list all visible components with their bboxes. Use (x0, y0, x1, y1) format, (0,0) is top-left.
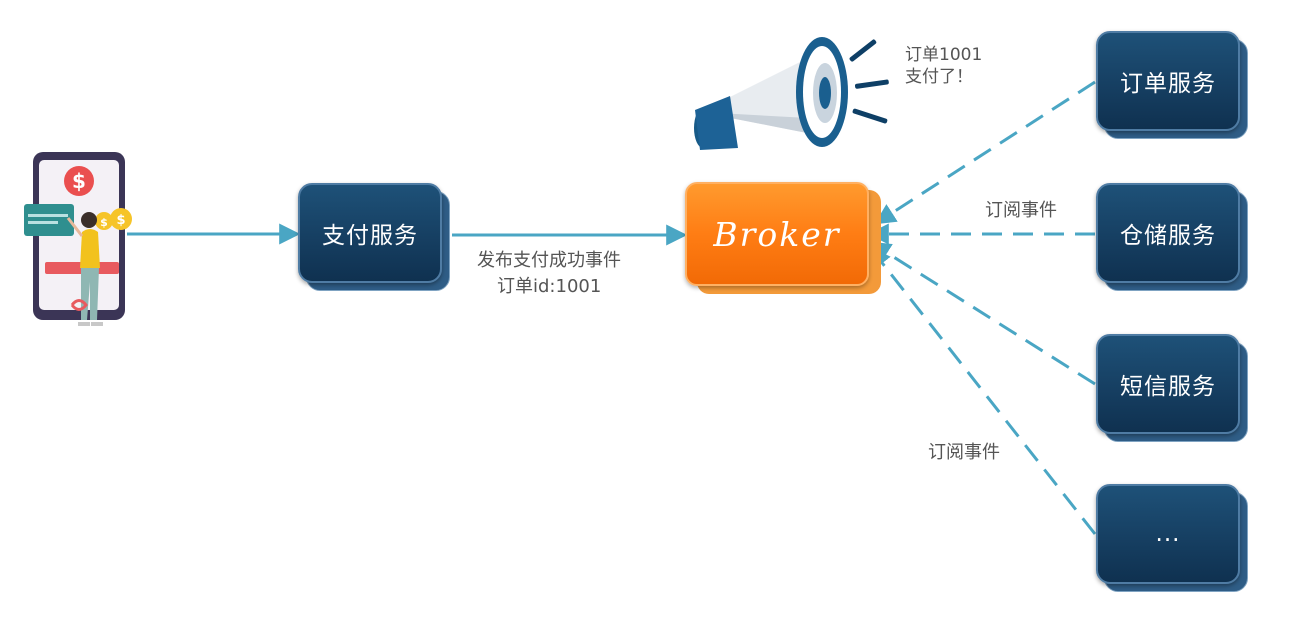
pay-service-label: 支付服务 (298, 183, 442, 283)
broker-box: Broker (685, 182, 881, 294)
order-id-label: 订单id:1001 (497, 276, 602, 297)
order-subscribe-arrow (874, 80, 1096, 225)
broker-label: Broker (685, 182, 869, 286)
subscribe-label-1: 订阅事件 (985, 200, 1057, 221)
more-subscribe-arrow (869, 246, 1097, 535)
svg-text:$: $ (100, 216, 108, 229)
order-service-label: 订单服务 (1096, 31, 1240, 131)
phone-payment-illustration: $ $ $ (24, 152, 132, 326)
sms-service-box: 短信服务 (1096, 334, 1248, 442)
megaphone-icon (694, 37, 889, 150)
announce-line-1: 订单1001 (905, 45, 983, 65)
order-service-box: 订单服务 (1096, 31, 1248, 139)
publish-event-label: 发布支付成功事件 (477, 250, 621, 271)
sms-service-label: 短信服务 (1096, 334, 1240, 434)
more-service-label: ... (1096, 484, 1240, 584)
storage-service-box: 仓储服务 (1096, 183, 1248, 291)
pay-service-box: 支付服务 (298, 183, 450, 291)
svg-text:$: $ (116, 213, 125, 228)
svg-text:$: $ (72, 169, 86, 193)
sms-subscribe-arrow (869, 241, 1096, 386)
storage-service-label: 仓储服务 (1096, 183, 1240, 283)
more-service-box: ... (1096, 484, 1248, 592)
subscribe-label-2: 订阅事件 (928, 442, 1000, 463)
announce-line-2: 支付了！ (905, 67, 973, 87)
